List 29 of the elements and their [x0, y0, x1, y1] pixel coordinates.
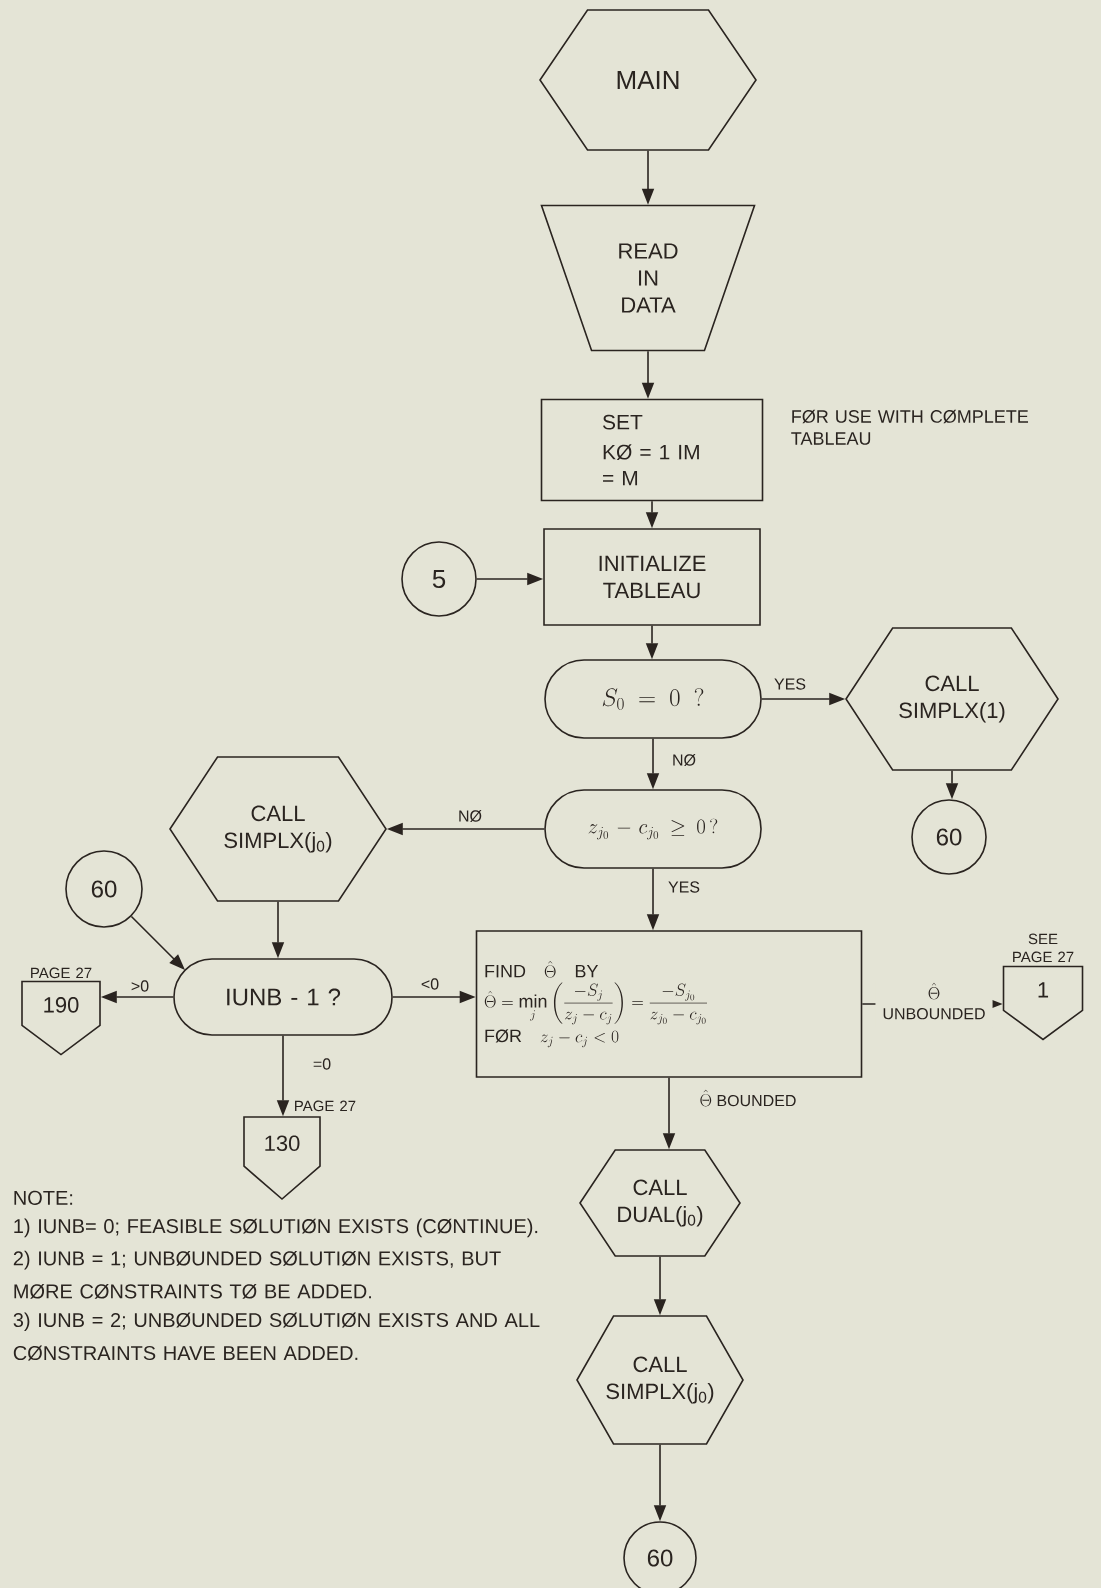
edge-label: NØ — [456, 808, 484, 824]
side-note: PAGE 27 — [295, 1100, 356, 1112]
process-box: SET KØ = 1 IM = M — [540, 398, 764, 502]
side-note: SEE PAGE 27 — [1013, 933, 1074, 963]
process-box: INITIALIZE TABLEAU — [543, 528, 761, 626]
process-box: $\mbox{FIND}\quad \hat{\Theta}\quad \mbox{BY}$ $\hat{\Theta} = \min_{j}\left(\frac{-S_j}{z_j - c_j}\right) = \frac{-S_{j_0}}{z_{j_0} - c_{j_0}}$ $\mbox{FØR}\quad z_j - c_j < 0$ — [475, 930, 863, 1078]
note-heading: NOTE: — [14, 1190, 73, 1205]
edge-label: NØ — [670, 752, 698, 768]
call-hexagon: CALL SIMPLX(j$_{0}$) — [576, 1315, 744, 1445]
off-page-connector: 1 — [1002, 965, 1084, 1041]
edge-label: YES — [666, 879, 702, 895]
edge-label: <0 — [418, 976, 442, 992]
note-text: 1) IUNB= 0; FEASIBLE SØLUTIØN EXISTS (CØNTINUE). — [14, 1218, 538, 1238]
input-trapezoid: READ IN DATA — [540, 204, 756, 352]
note-text: 3) IUNB = 2; UNBØUNDED SØLUTIØN EXISTS AND ALL CØNSTRAINTS HAVE BEEN ADDED. — [13, 1312, 540, 1361]
off-page-connector: 130 — [243, 1116, 321, 1201]
off-page-connector: 190 — [21, 980, 101, 1056]
start-hexagon: MAIN — [539, 9, 757, 151]
call-hexagon: CALL DUAL(j$_{0}$) — [579, 1149, 741, 1257]
edge-label: >0 — [128, 978, 152, 994]
side-note: FØR USE WITH CØMPLETE TABLEAU — [791, 409, 1029, 445]
arrow — [130, 915, 185, 970]
edge-label: =0 — [310, 1056, 334, 1072]
edge-label: YES — [772, 676, 808, 692]
call-hexagon: CALL SIMPLX(1) — [845, 627, 1059, 771]
side-note: PAGE 27 — [31, 967, 92, 979]
note-text: 2) IUNB = 1; UNBØUNDED SØLUTIØN EXISTS, BUT MØRE CØNSTRAINTS TØ BE ADDED. — [13, 1250, 501, 1299]
call-hexagon: CALL SIMPLX(j$_{0}$) — [169, 756, 387, 902]
edge-label: $\begin{array}{c}\hat{\Theta}\\ \mbox{UNBOUNDED}\end{array}$ — [875, 980, 993, 1028]
